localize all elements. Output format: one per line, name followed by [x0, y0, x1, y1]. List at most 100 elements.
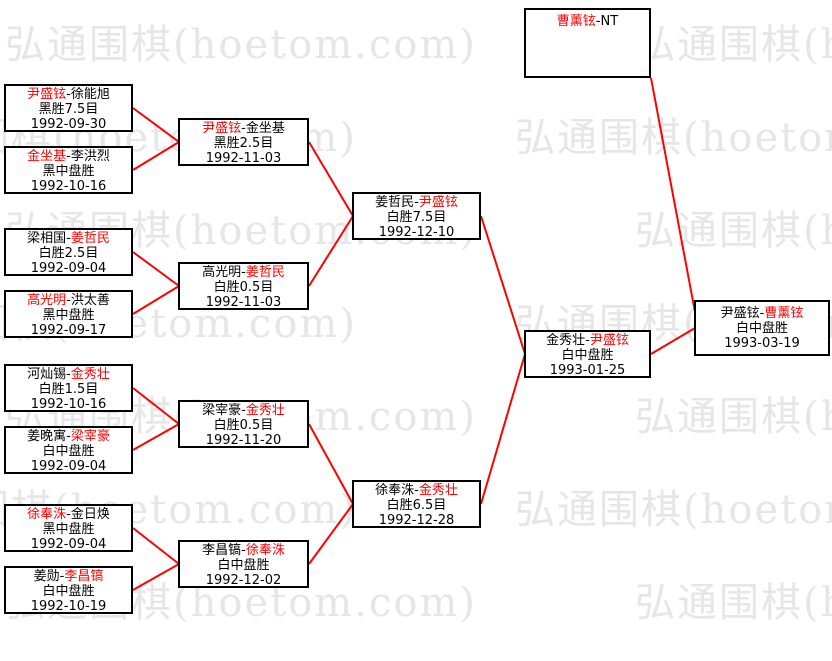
player2-name: 曹薰铉	[764, 306, 804, 321]
player2-name: 徐奉洙	[245, 543, 285, 558]
name-separator: -	[241, 121, 246, 136]
match-result: 白中盘胜	[217, 558, 270, 573]
name-separator: -	[66, 293, 71, 308]
player1-name: 姜勋	[33, 569, 60, 584]
match-box-r1-3[interactable]: 梁相国-姜哲民 白胜2.5目 1992-09-04	[4, 228, 133, 276]
connector-line	[650, 77, 696, 313]
watermark-text: 弘通围棋(hoetom.com)	[515, 115, 832, 161]
name-separator: -	[241, 543, 246, 558]
match-players: 梁宰豪-金秀壮	[180, 403, 307, 418]
match-box-r2-3[interactable]: 梁宰豪-金秀壮 白胜0.5目 1992-11-20	[178, 400, 309, 448]
match-box-r1-4[interactable]: 高光明-洪太善 黑中盘胜 1992-09-17	[4, 290, 133, 338]
player2-name: 金秀壮	[70, 367, 110, 382]
match-date: 1993-01-25	[549, 363, 626, 378]
match-box-r1-7[interactable]: 徐奉洙-金日焕 黑中盘胜 1992-09-04	[4, 504, 133, 552]
connector-line	[132, 563, 180, 591]
match-result: 黑中盘胜	[42, 164, 95, 179]
player1-name: 徐奉洙	[27, 507, 67, 522]
title-holder-box[interactable]: 曹薰铉-NT	[524, 8, 651, 78]
match-result: 白胜6.5目	[386, 498, 447, 513]
name-separator: -	[595, 14, 601, 29]
match-players: 李昌镐-徐奉洙	[180, 543, 307, 558]
player1-name: 河灿锡	[27, 367, 67, 382]
match-box-r1-8[interactable]: 姜勋-李昌镐 白中盘胜 1992-10-19	[4, 566, 133, 614]
match-result	[526, 29, 649, 44]
match-date: 1992-12-28	[378, 513, 455, 528]
player1-name: 金坐基	[27, 149, 67, 164]
match-box-r1-2[interactable]: 金坐基-李洪烈 黑中盘胜 1992-10-16	[4, 146, 133, 194]
match-date: 1992-09-17	[30, 323, 107, 338]
name-separator: -	[59, 569, 65, 584]
player1-name: 曹薰铉	[556, 14, 596, 29]
player2-name: 金日焕	[70, 507, 110, 522]
player1-name: 尹盛铉	[202, 121, 242, 136]
watermark-text: 弘通围棋(hoetom.com)	[635, 208, 832, 254]
player1-name: 李昌镐	[202, 543, 242, 558]
match-date	[526, 44, 649, 59]
match-players: 徐奉洙-金秀壮	[354, 483, 479, 498]
player1-name: 高光明	[202, 265, 242, 280]
match-result: 白中盘胜	[42, 584, 95, 599]
player2-name: 姜哲民	[245, 265, 285, 280]
match-date: 1992-12-02	[205, 573, 282, 588]
name-separator: -	[241, 403, 246, 418]
match-box-sf-1[interactable]: 姜哲民-尹盛铉 白胜7.5目 1992-12-10	[352, 192, 481, 240]
player1-name: 姜哲民	[375, 195, 415, 210]
watermark-text: 弘通围棋(hoetom.com)	[635, 394, 832, 440]
match-players: 姜哲民-尹盛铉	[354, 195, 479, 210]
connector-line	[132, 141, 180, 171]
match-box-r1-1[interactable]: 尹盛铉-徐能旭 黑胜7.5目 1992-09-30	[4, 84, 133, 132]
player2-name: 洪太善	[70, 293, 110, 308]
match-date: 1992-09-30	[30, 117, 107, 132]
name-separator: -	[66, 87, 71, 102]
match-box-r1-5[interactable]: 河灿锡-金秀壮 白胜1.5目 1992-10-16	[4, 364, 133, 412]
connector-line	[132, 423, 180, 451]
match-result: 白胜2.5目	[38, 246, 99, 261]
name-separator: -	[241, 265, 246, 280]
match-box-r2-1[interactable]: 尹盛铉-金坐基 黑胜2.5目 1992-11-03	[178, 118, 309, 166]
match-box-r2-2[interactable]: 高光明-姜哲民 白胜0.5目 1992-11-03	[178, 262, 309, 310]
match-box-sf-2[interactable]: 徐奉洙-金秀壮 白胜6.5目 1992-12-28	[352, 480, 481, 528]
match-box-r2-4[interactable]: 李昌镐-徐奉洙 白中盘胜 1992-12-02	[178, 540, 309, 588]
name-separator: -	[66, 507, 71, 522]
name-separator: -	[414, 195, 419, 210]
player1-name: 尹盛铉	[720, 306, 760, 321]
player1-name: 高光明	[27, 293, 67, 308]
match-result: 黑中盘胜	[42, 308, 95, 323]
match-players: 尹盛铉-徐能旭	[6, 87, 131, 102]
match-players: 尹盛铉-曹薰铉	[696, 306, 828, 321]
match-players: 姜勋-李昌镐	[6, 569, 131, 584]
match-date: 1992-10-16	[30, 179, 107, 194]
match-box-title-final[interactable]: 尹盛铉-曹薰铉 白中盘胜 1993-03-19	[694, 300, 830, 356]
watermark-text: 弘通围棋(hoetom.com)	[515, 487, 832, 533]
connector-line	[308, 215, 354, 287]
match-players: 尹盛铉-金坐基	[180, 121, 307, 136]
player1-name: 梁相国	[27, 231, 67, 246]
match-result: 黑中盘胜	[42, 522, 95, 537]
name-separator: -	[585, 333, 590, 348]
match-result: 白胜7.5目	[386, 210, 447, 225]
connector-line	[132, 251, 180, 287]
match-result: 黑胜2.5目	[213, 136, 274, 151]
match-players: 高光明-洪太善	[6, 293, 131, 308]
match-result: 黑胜7.5目	[38, 102, 99, 117]
match-result: 白中盘胜	[561, 348, 614, 363]
player1-name: 梁宰豪	[202, 403, 242, 418]
match-players: 徐奉洙-金日焕	[6, 507, 131, 522]
player2-name: 金坐基	[245, 121, 285, 136]
name-separator: -	[66, 231, 71, 246]
match-result: 白胜0.5目	[213, 418, 274, 433]
match-box-r1-6[interactable]: 姜晚寓-梁宰豪 白中盘胜 1992-09-04	[4, 426, 133, 474]
name-separator: -	[66, 429, 71, 444]
player2-name: 徐能旭	[70, 87, 110, 102]
match-date: 1992-09-04	[30, 459, 107, 474]
match-players: 高光明-姜哲民	[180, 265, 307, 280]
match-date: 1992-10-19	[30, 599, 107, 614]
connector-line	[132, 285, 180, 315]
connector-line	[480, 353, 526, 505]
match-result: 白中盘胜	[735, 321, 788, 336]
match-players: 梁相国-姜哲民	[6, 231, 131, 246]
match-box-challenger-final[interactable]: 金秀壮-尹盛铉 白中盘胜 1993-01-25	[524, 330, 651, 378]
player2-name: 李洪烈	[70, 149, 110, 164]
